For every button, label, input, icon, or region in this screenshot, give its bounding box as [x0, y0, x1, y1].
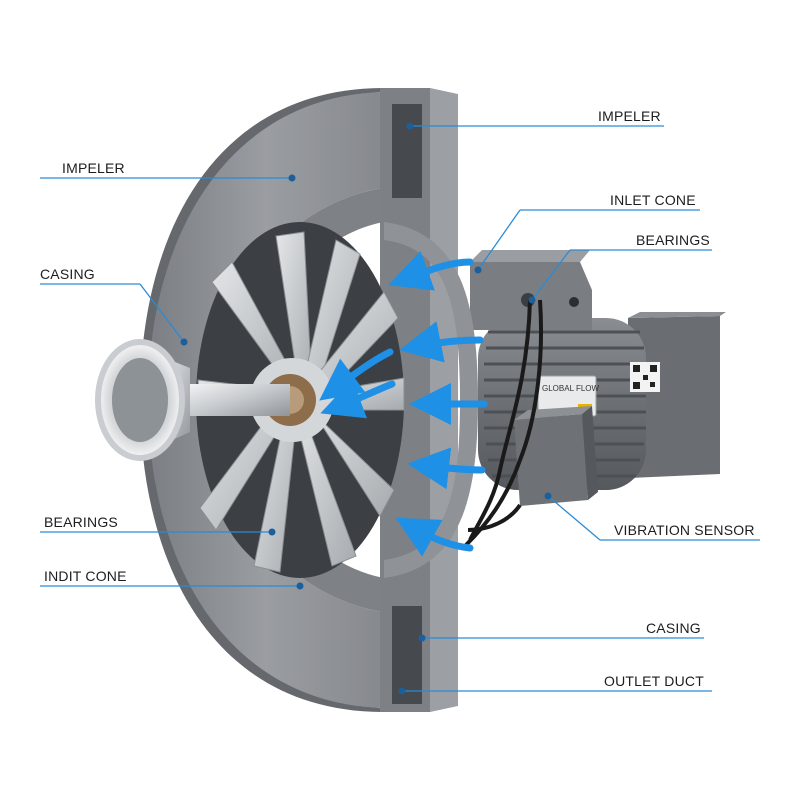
label-inlet-cone: INLET CONE: [610, 192, 696, 208]
electric-motor: GLOBAL FLOW: [464, 250, 660, 547]
label-bearings-left: BEARINGS: [44, 514, 118, 530]
label-bearings-right: BEARINGS: [636, 232, 710, 248]
motor-nameplate-brand: GLOBAL FLOW: [542, 384, 600, 393]
leader-dot-icon: [180, 338, 188, 346]
label-impeler-left: IMPELER: [62, 160, 125, 176]
motor-mount-plate: [628, 312, 726, 478]
leader-dot-icon: [406, 122, 414, 130]
label-outlet-duct: OUTLET DUCT: [604, 673, 704, 689]
label-indit-cone: INDIT CONE: [44, 568, 127, 584]
inlet-cone: [95, 339, 290, 461]
leader-dot-icon: [268, 528, 276, 536]
label-vibration-sensor: VIBRATION SENSOR: [614, 522, 755, 538]
leader-dot-icon: [296, 582, 304, 590]
qr-code-plate: [630, 362, 660, 392]
leader-dot-icon: [528, 296, 536, 304]
label-impeler-right: IMPELER: [598, 108, 661, 124]
leader-inlet-cone-diag: [477, 209, 521, 271]
leader-dot-icon: [544, 492, 552, 500]
leader-vibration-sensor-diag: [547, 495, 601, 541]
leader-dot-icon: [180, 122, 552, 695]
vibration-sensor-box: [514, 406, 598, 506]
leader-dot-icon: [288, 174, 296, 182]
label-casing-left: CASING: [40, 266, 95, 282]
leader-dot-icon: [474, 266, 482, 274]
leader-bearings-right-diag: [531, 249, 571, 301]
leader-casing-left-diag: [139, 283, 185, 343]
label-casing-right: CASING: [646, 620, 701, 636]
leader-dot-icon: [398, 687, 406, 695]
sensor-cables: [464, 299, 544, 547]
leader-lines: [40, 125, 760, 692]
leader-dot-icon: [418, 634, 426, 642]
airflow-arrow-icon: [319, 251, 488, 557]
